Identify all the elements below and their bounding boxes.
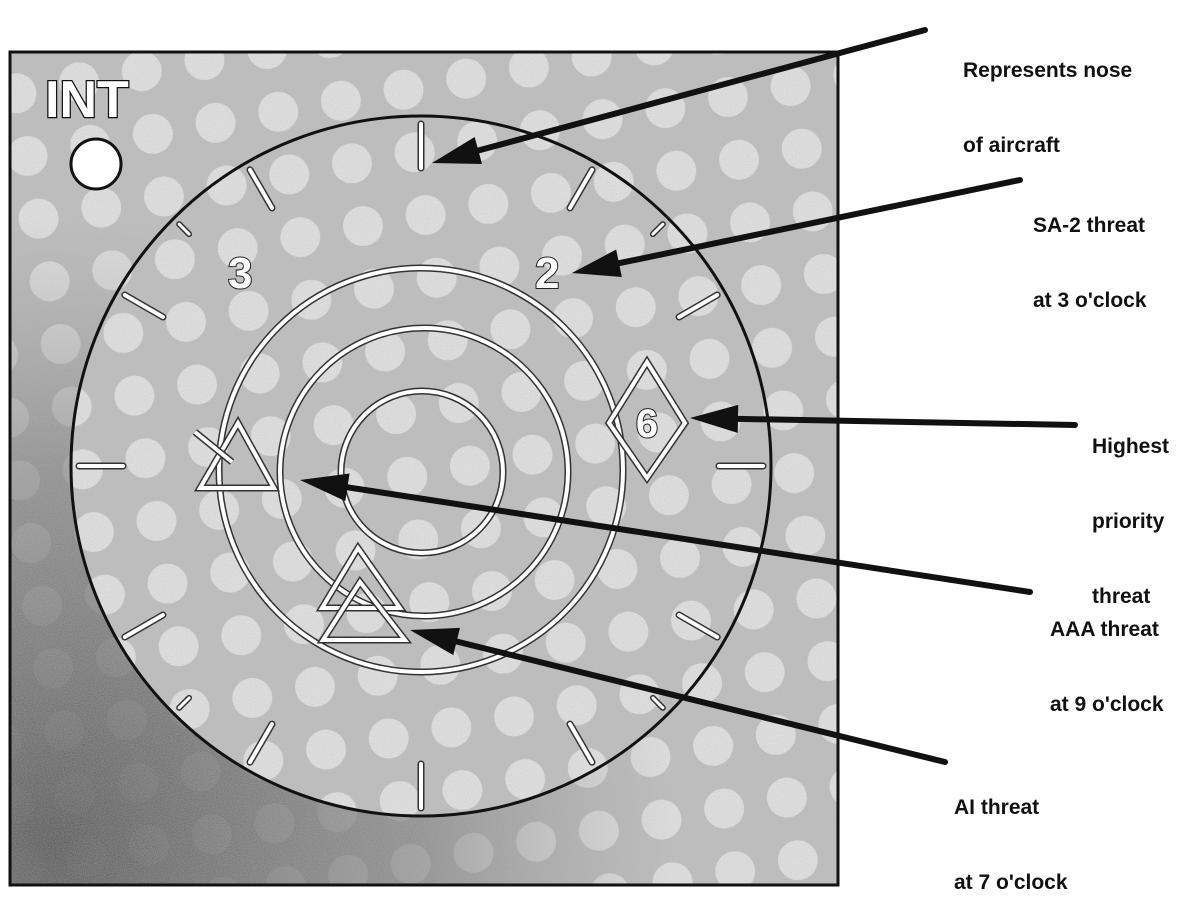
dial-outer-circle	[69, 114, 773, 818]
arrow-line	[453, 638, 948, 765]
callout-line: priority	[1092, 510, 1165, 533]
callout-highest-priority-threat: Highest priority threat	[1092, 384, 1169, 634]
dial-tick-minor	[177, 696, 191, 710]
callout-ai-threat: AI threat at 7 o'clock	[954, 745, 1068, 920]
dial-tick	[122, 293, 165, 319]
callout-line: Highest	[1092, 435, 1170, 458]
dial-ticks	[75, 120, 767, 812]
arrowhead-icon	[410, 627, 460, 656]
clock-number-2: 2	[535, 249, 559, 298]
arrow-line	[734, 415, 1078, 428]
callout-line: at 9 o'clock	[1050, 693, 1164, 716]
arrowhead-icon	[572, 249, 622, 277]
clock-number-3: 3	[228, 249, 252, 298]
display-background	[10, 52, 838, 885]
dial-tick-minor	[651, 696, 665, 710]
arrowhead-icon	[300, 473, 350, 502]
callout-line: Represents nose	[963, 59, 1133, 82]
callout-line: threat	[1092, 585, 1151, 608]
status-indicator-light	[69, 137, 123, 191]
aaa-threat-symbol	[192, 415, 280, 492]
arrow-line	[475, 27, 928, 154]
arrowhead-icon	[690, 404, 739, 433]
range-rings	[215, 264, 627, 676]
dial-tick-minor	[651, 222, 665, 236]
priority-threat-number: 6	[636, 402, 658, 446]
callout-arrows	[300, 27, 1078, 765]
dial-tick	[122, 613, 165, 639]
dial-tick	[248, 722, 274, 765]
callout-line: AAA threat	[1050, 618, 1159, 641]
callout-line: SA-2 threat	[1033, 214, 1146, 237]
threat-display-diagram: INT 3 2 6	[8, 27, 1078, 887]
callout-line: of aircraft	[963, 134, 1060, 157]
callout-sa2-threat: SA-2 threat at 3 o'clock	[1033, 163, 1147, 338]
dial-tick	[568, 722, 594, 765]
display-frame	[8, 50, 840, 887]
priority-threat-diamond	[604, 355, 690, 485]
arrow-line	[344, 484, 1033, 595]
ai-threat-symbol	[315, 541, 413, 644]
callout-line: at 3 o'clock	[1033, 289, 1147, 312]
callout-line: at 7 o'clock	[954, 871, 1068, 894]
dial-tick	[248, 167, 274, 210]
dial-tick	[568, 167, 594, 210]
dial-tick-minor	[177, 222, 191, 236]
int-mode-label: INT	[45, 71, 129, 129]
arrowhead-icon	[432, 136, 482, 165]
callout-line: AI threat	[954, 796, 1040, 819]
callout-aaa-threat: AAA threat at 9 o'clock	[1050, 567, 1164, 742]
callout-nose: Represents nose of aircraft	[963, 8, 1132, 183]
dial-tick	[677, 613, 720, 639]
dial-tick	[677, 293, 720, 319]
arrow-line	[615, 177, 1023, 267]
